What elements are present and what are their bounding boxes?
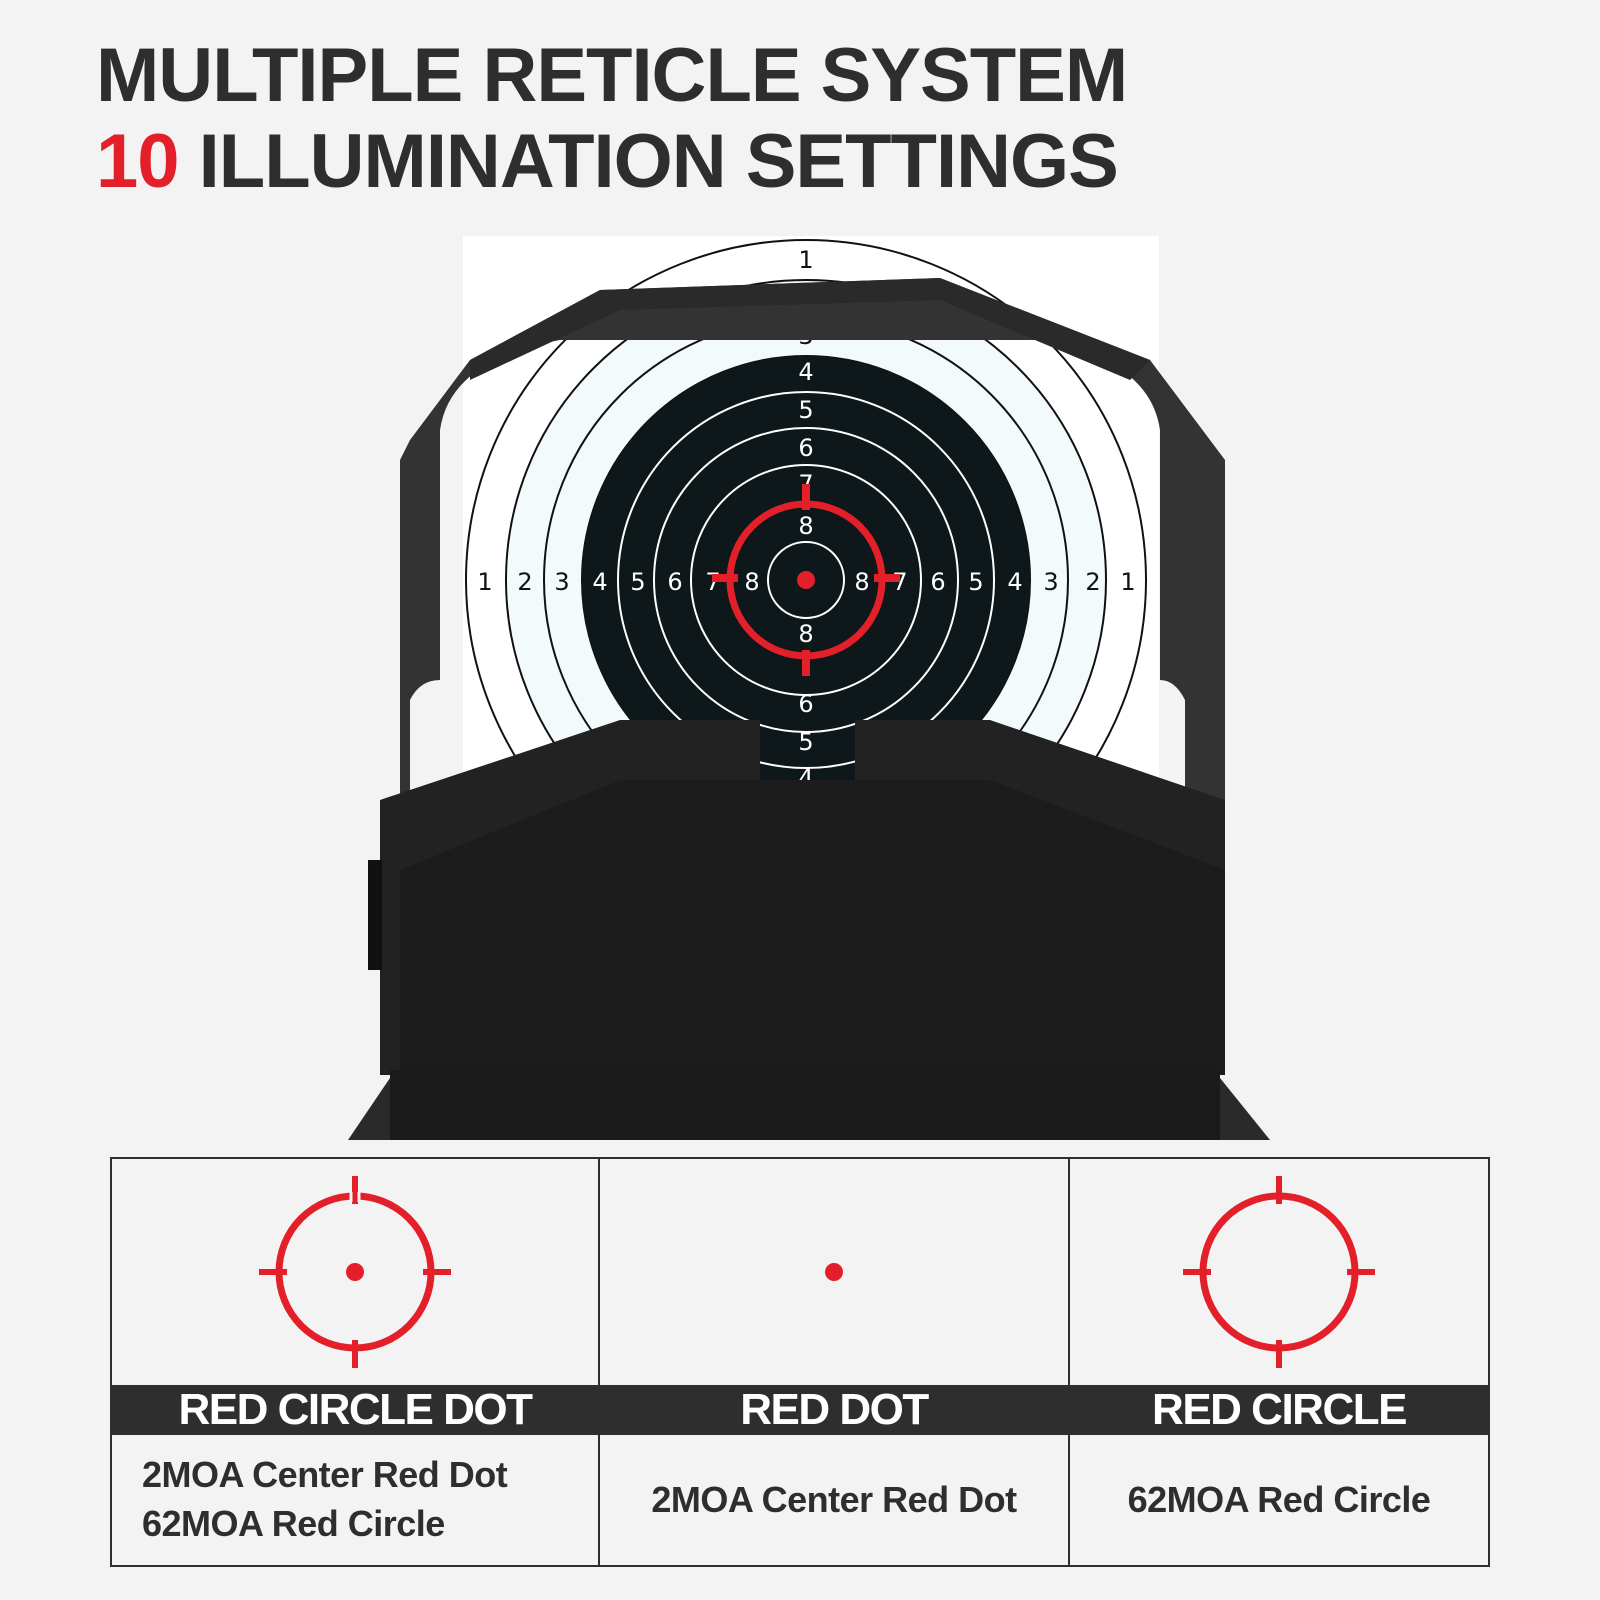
sight-housing <box>348 278 1270 1140</box>
svg-text:6: 6 <box>930 568 945 596</box>
svg-text:4: 4 <box>798 358 813 386</box>
headline-line-2: 10 ILLUMINATION SETTINGS <box>96 124 1119 200</box>
reticle-option-red-circle-dot: RED CIRCLE DOT 2MOA Center Red Dot 62MOA… <box>112 1159 600 1565</box>
svg-text:8: 8 <box>854 568 869 596</box>
reticle-name: RED DOT <box>600 1385 1068 1435</box>
circle-reticle-icon <box>1183 1176 1375 1368</box>
description-line: 62MOA Red Circle <box>142 1503 445 1544</box>
reticle-comparison-table: RED CIRCLE DOT 2MOA Center Red Dot 62MOA… <box>110 1157 1490 1567</box>
description-line: 2MOA Center Red Dot <box>651 1478 1017 1520</box>
projected-reticle <box>712 484 900 676</box>
svg-text:8: 8 <box>798 620 813 648</box>
svg-text:4: 4 <box>592 568 607 596</box>
reticle-description: 2MOA Center Red Dot 62MOA Red Circle <box>112 1435 598 1565</box>
svg-text:3: 3 <box>1043 568 1058 596</box>
svg-text:1: 1 <box>477 568 492 596</box>
headline-line-1: MULTIPLE RETICLE SYSTEM <box>96 33 1128 118</box>
reticle-name: RED CIRCLE <box>1070 1385 1488 1435</box>
svg-text:1: 1 <box>798 246 813 274</box>
svg-text:8: 8 <box>798 512 813 540</box>
headline-line-2-text: ILLUMINATION SETTINGS <box>178 119 1119 204</box>
circle-dot-reticle-icon <box>259 1176 451 1368</box>
description-line: 62MOA Red Circle <box>1127 1478 1431 1520</box>
svg-text:5: 5 <box>798 728 813 756</box>
reticle-description: 2MOA Center Red Dot <box>600 1435 1068 1565</box>
illumination-count: 10 <box>96 119 180 204</box>
svg-text:5: 5 <box>630 568 645 596</box>
svg-text:6: 6 <box>798 690 813 718</box>
svg-text:8: 8 <box>744 568 759 596</box>
reticle-name: RED CIRCLE DOT <box>112 1385 598 1435</box>
svg-text:5: 5 <box>798 396 813 424</box>
red-dot-sight-target-illustration: 1 3 4 5 6 7 8 8 6 5 4 123 456 78 876 543… <box>348 236 1270 1140</box>
reticle-description: 62MOA Red Circle <box>1070 1435 1488 1565</box>
svg-text:5: 5 <box>968 568 983 596</box>
dot-reticle-icon <box>825 1263 843 1281</box>
svg-text:2: 2 <box>1085 568 1100 596</box>
reticle-option-red-circle: RED CIRCLE 62MOA Red Circle <box>1070 1159 1488 1565</box>
svg-text:3: 3 <box>554 568 569 596</box>
svg-text:6: 6 <box>798 434 813 462</box>
svg-text:2: 2 <box>517 568 532 596</box>
svg-text:1: 1 <box>1120 568 1135 596</box>
svg-text:6: 6 <box>667 568 682 596</box>
svg-text:4: 4 <box>1007 568 1022 596</box>
reticle-option-red-dot: RED DOT 2MOA Center Red Dot <box>600 1159 1070 1565</box>
description-line: 2MOA Center Red Dot <box>142 1454 508 1496</box>
